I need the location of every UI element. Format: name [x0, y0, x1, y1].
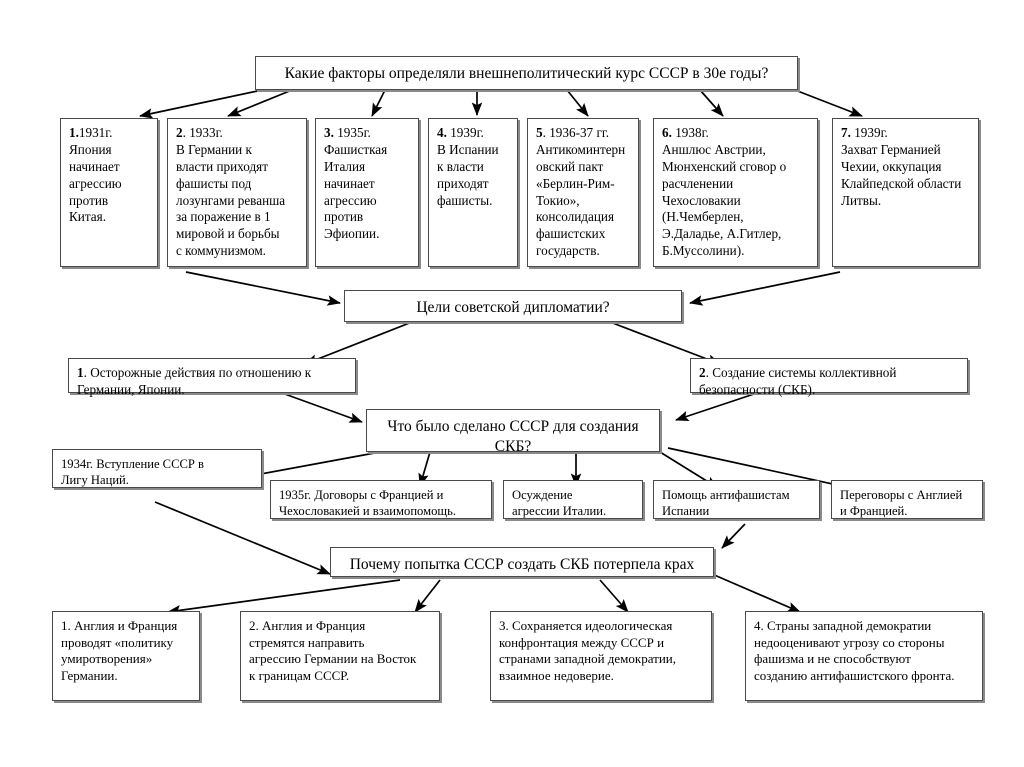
- action-text-4: Помощь антифашистам Испании: [662, 488, 790, 519]
- factor-text-5: Антикоминтерн овский пакт «Берлин-Рим- Т…: [536, 141, 626, 259]
- factor-box-5: 5. 1936-37 гг. Антикоминтерн овский пакт…: [527, 118, 639, 267]
- factor-number-3: 3.: [324, 125, 334, 140]
- action-box-1: 1934г. Вступление СССР в Лигу Наций.: [52, 449, 262, 488]
- reason-text-1: 1. Англия и Франция проводят «политику у…: [61, 618, 178, 683]
- factor-box-7: 7. 1939г. Захват Германией Чехии, оккупа…: [832, 118, 979, 267]
- reason-box-3: 3. Сохраняется идеологическая конфронтац…: [490, 611, 712, 701]
- factor-date-7: 1939г.: [850, 125, 888, 140]
- actions-question-box: Что было сделано СССР для создания СКБ?: [366, 409, 660, 455]
- action-text-5: Переговоры с Англией и Францией.: [840, 488, 963, 519]
- action-box-5: Переговоры с Англией и Францией.: [831, 480, 983, 519]
- arrow-title-to-factor-3: [371, 89, 386, 117]
- factor-date-5: . 1936-37 гг.: [542, 125, 610, 140]
- factor-date-4: 1939г.: [446, 125, 484, 140]
- action-box-2: 1935г. Договоры с Францией и Чехословаки…: [270, 480, 492, 519]
- goals-question-text: Цели советской дипломатии?: [416, 299, 610, 316]
- action-text-3: Осуждение агрессии Италии.: [512, 488, 607, 519]
- arrow-action-4-to-failure: [721, 523, 746, 549]
- arrow-title-to-factor-2: [227, 89, 293, 117]
- arrow-factors-right-to-goals: [689, 271, 841, 306]
- factor-number-4: 4.: [437, 125, 447, 140]
- reason-box-4: 4. Страны западной демократии недооценив…: [745, 611, 983, 701]
- arrow-failure-to-reason-2: [414, 579, 441, 613]
- factor-date-2: . 1933г.: [182, 125, 223, 140]
- reason-text-3: 3. Сохраняется идеологическая конфронтац…: [499, 618, 676, 683]
- factor-text-6: Аншлюс Австрии, Мюнхенский сговор о расч…: [662, 141, 787, 259]
- arrow-title-to-factor-7: [794, 89, 863, 117]
- arrow-failure-to-reason-4: [711, 573, 801, 613]
- reason-text-4: 4. Страны западной демократии недооценив…: [754, 618, 955, 683]
- title-question-text: Какие факторы определяли внешнеполитичес…: [284, 65, 769, 82]
- actions-question-text: Что было сделано СССР для создания СКБ?: [387, 418, 639, 455]
- goal-box-1: 1. Осторожные действия по отношению к Ге…: [68, 358, 356, 397]
- factor-number-6: 6.: [662, 125, 672, 140]
- factor-box-1: 1.1931г. Япония начинает агрессию против…: [60, 118, 158, 267]
- factor-text-3: Фашисткая Италия начинает агрессию проти…: [324, 141, 388, 242]
- factor-date-1: 1931г.: [78, 125, 113, 140]
- reason-text-2: 2. Англия и Франция стремятся направить …: [249, 618, 417, 683]
- arrow-failure-to-reason-3: [599, 579, 629, 613]
- factor-date-6: 1938г.: [671, 125, 709, 140]
- action-box-4: Помощь антифашистам Испании: [653, 480, 820, 519]
- factor-date-3: 1935г.: [333, 125, 371, 140]
- factor-text-2: В Германии к власти приходят фашисты под…: [176, 141, 286, 259]
- factor-box-4: 4. 1939г. В Испании к власти приходят фа…: [428, 118, 518, 267]
- reason-box-1: 1. Англия и Франция проводят «политику у…: [52, 611, 200, 701]
- factor-box-6: 6. 1938г. Аншлюс Австрии, Мюнхенский сго…: [653, 118, 818, 267]
- factor-box-3: 3. 1935г. Фашисткая Италия начинает агре…: [315, 118, 419, 267]
- factor-text-1: Япония начинает агрессию против Китая.: [69, 141, 122, 225]
- factor-number-1: 1.: [69, 125, 79, 140]
- goal-number-2: 2: [699, 365, 706, 380]
- goal-text-1: . Осторожные действия по отношению к Гер…: [77, 365, 312, 397]
- goal-text-2: . Создание системы коллективной безопасн…: [699, 365, 897, 397]
- goal-number-1: 1: [77, 365, 84, 380]
- arrow-actions-to-action-1: [248, 451, 381, 479]
- goals-question-box: Цели советской дипломатии?: [344, 290, 682, 322]
- factor-text-7: Захват Германией Чехии, оккупация Клайпе…: [841, 141, 962, 208]
- arrow-title-to-factor-1: [139, 89, 263, 119]
- goal-box-2: 2. Создание системы коллективной безопас…: [690, 358, 968, 397]
- factor-text-4: В Испании к власти приходят фашисты.: [437, 141, 499, 208]
- factor-number-2: 2: [176, 125, 183, 140]
- failure-question-box: Почему попытка СССР создать СКБ потерпел…: [330, 547, 714, 577]
- reason-box-2: 2. Англия и Франция стремятся направить …: [240, 611, 440, 701]
- failure-question-text: Почему попытка СССР создать СКБ потерпел…: [349, 556, 695, 573]
- title-question-box: Какие факторы определяли внешнеполитичес…: [255, 56, 798, 90]
- arrow-factors-left-to-goals: [185, 271, 341, 306]
- arrow-goal-1-to-actions: [281, 392, 363, 423]
- action-text-1: 1934г. Вступление СССР в Лигу Наций.: [61, 457, 204, 488]
- action-text-2: 1935г. Договоры с Францией и Чехословаки…: [279, 488, 456, 519]
- arrow-title-to-factor-5: [566, 89, 589, 117]
- arrow-failure-to-reason-1: [166, 579, 401, 616]
- action-box-3: Осуждение агрессии Италии.: [503, 480, 643, 519]
- factor-box-2: 2. 1933г. В Германии к власти приходят ф…: [167, 118, 307, 267]
- factor-number-5: 5: [536, 125, 543, 140]
- factor-number-7: 7.: [841, 125, 851, 140]
- arrow-title-to-factor-6: [699, 89, 724, 117]
